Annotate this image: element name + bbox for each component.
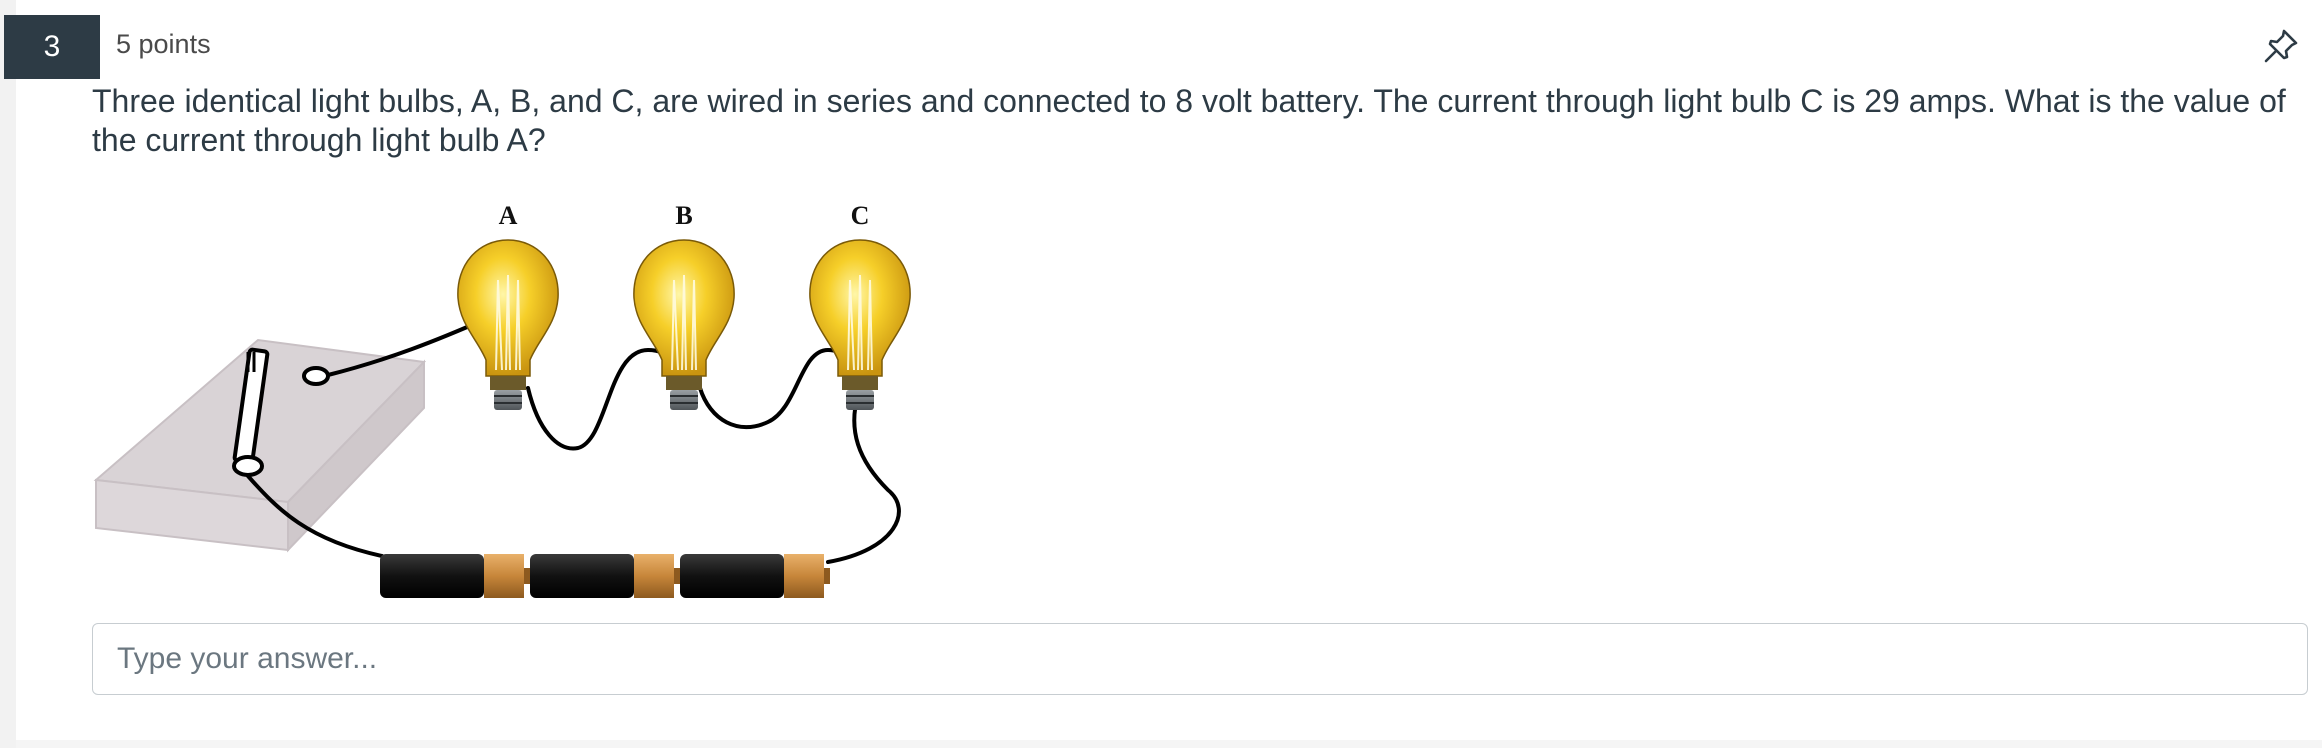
bulb-a: A	[457, 201, 559, 410]
bulb-c: C	[809, 201, 911, 410]
battery-cell	[530, 554, 680, 598]
left-rail	[0, 0, 16, 748]
circuit-diagram: A B C	[93, 201, 911, 598]
battery-cell	[680, 554, 830, 598]
question-number: 3	[43, 30, 61, 63]
answer-input[interactable]	[92, 623, 2308, 695]
question-points: 5 points	[116, 29, 211, 59]
bottom-divider	[16, 740, 2322, 748]
battery-pack	[380, 554, 830, 598]
question-number-badge: 3	[4, 15, 100, 79]
bulb-b-label: B	[675, 201, 692, 230]
bulb-b: B	[633, 201, 735, 410]
bulb-c-label: C	[851, 201, 870, 230]
pin-icon[interactable]	[2262, 27, 2300, 65]
bulb-a-label: A	[499, 201, 518, 230]
switch-board	[93, 338, 427, 553]
battery-cell	[380, 554, 530, 598]
question-text: Three identical light bulbs, A, B, and C…	[92, 83, 2286, 158]
